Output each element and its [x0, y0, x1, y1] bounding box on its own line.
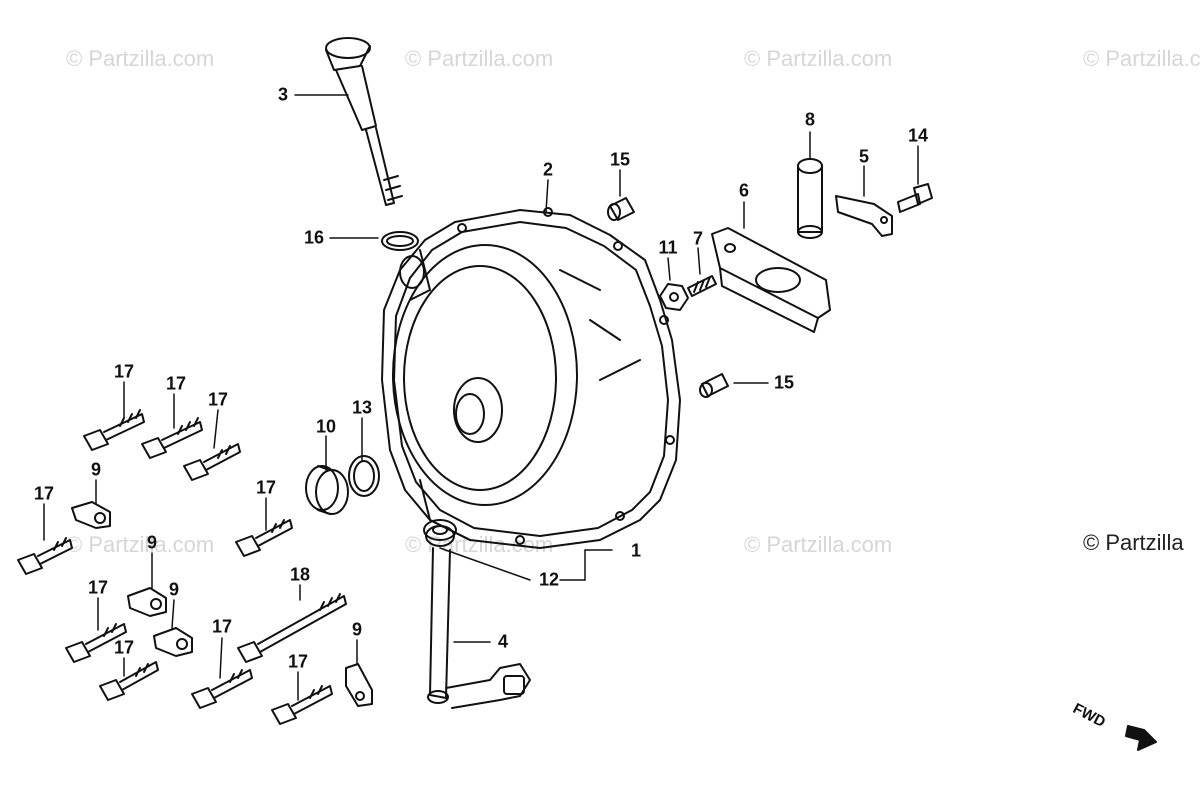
oil-seal — [423, 519, 457, 547]
watermark: © Partzilla.com — [1083, 46, 1200, 71]
callout-14: 14 — [907, 125, 929, 146]
callout-9: 9 — [351, 619, 363, 640]
bolt — [83, 409, 145, 451]
stud-bolt — [687, 275, 717, 297]
callout-15: 15 — [609, 149, 631, 170]
callout-15: 15 — [773, 372, 795, 393]
dowel-pin — [607, 197, 635, 221]
callout-17: 17 — [287, 651, 309, 672]
bolt — [191, 669, 253, 709]
callout-17: 17 — [207, 389, 229, 410]
clamp — [71, 501, 111, 529]
bolt — [235, 519, 293, 557]
plate — [835, 195, 893, 237]
bolt — [99, 661, 159, 701]
callout-9: 9 — [90, 459, 102, 480]
callout-16: 16 — [303, 227, 325, 248]
clamp — [345, 663, 373, 707]
watermark: © Partzilla.com — [744, 532, 893, 557]
callout-9: 9 — [168, 579, 180, 600]
crankcase-cover — [381, 207, 681, 549]
watermark: © Partzilla.com — [66, 46, 215, 71]
callout-7: 7 — [692, 228, 704, 249]
nut — [659, 283, 689, 311]
watermark: © Partzilla.com — [405, 532, 554, 557]
callout-17: 17 — [113, 361, 135, 382]
leader-lines — [43, 94, 919, 701]
shaft — [427, 547, 531, 709]
callout-8: 8 — [804, 109, 816, 130]
callout-2: 2 — [542, 159, 554, 180]
clamp — [127, 587, 167, 617]
callout-17: 17 — [165, 373, 187, 394]
callout-17: 17 — [113, 637, 135, 658]
collar — [305, 465, 349, 515]
clamp — [153, 627, 193, 657]
bolt — [271, 685, 333, 725]
callout-3: 3 — [277, 84, 289, 105]
bolt — [65, 623, 127, 663]
callout-5: 5 — [858, 146, 870, 167]
watermark: © Partzilla.com — [405, 46, 554, 71]
callout-9: 9 — [146, 532, 158, 553]
callout-1: 1 — [630, 540, 642, 561]
watermark: © Partzilla.com — [66, 532, 215, 557]
bolt — [141, 417, 203, 459]
callout-12: 12 — [538, 569, 560, 590]
o-ring — [381, 231, 419, 251]
callout-4: 4 — [497, 631, 509, 652]
bolt — [17, 537, 73, 575]
callout-17: 17 — [211, 616, 233, 637]
long-bolt — [237, 593, 347, 663]
bolt — [897, 183, 933, 213]
callout-10: 10 — [315, 416, 337, 437]
callout-18: 18 — [289, 564, 311, 585]
watermark: © Partzilla.com — [744, 46, 893, 71]
o-ring — [348, 455, 380, 497]
callout-17: 17 — [255, 477, 277, 498]
pin — [797, 158, 823, 239]
copyright-notice: © Partzilla — [1083, 530, 1184, 555]
callout-11: 11 — [658, 237, 678, 258]
bolt — [183, 443, 241, 481]
callout-17: 17 — [87, 577, 109, 598]
callout-17: 17 — [33, 483, 55, 504]
callout-13: 13 — [351, 397, 373, 418]
dowel-pin — [699, 373, 729, 398]
bracket — [711, 227, 831, 333]
callout-6: 6 — [738, 180, 750, 201]
forward-arrow-icon — [1125, 725, 1157, 751]
o-ring-inner — [386, 235, 414, 247]
dipstick — [325, 37, 403, 206]
